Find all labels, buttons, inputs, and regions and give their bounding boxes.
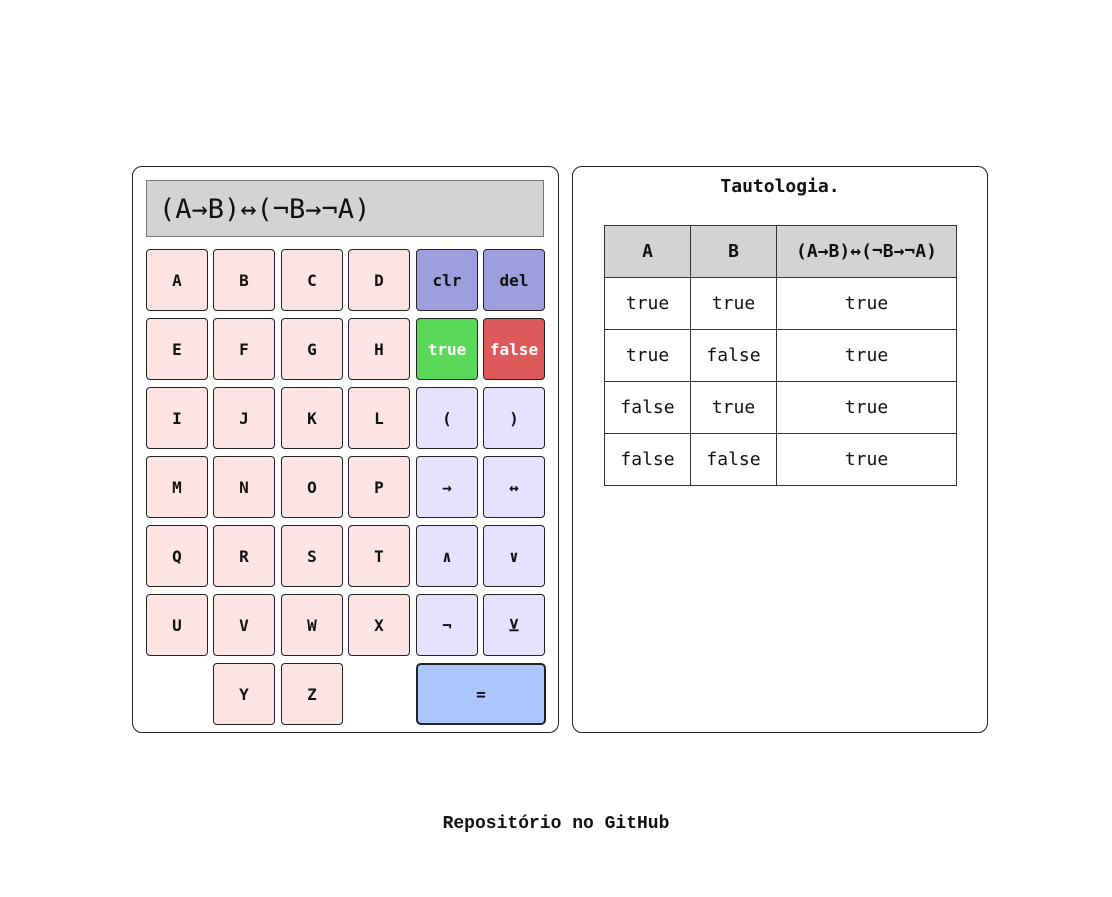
xor-button[interactable]: ⊻: [483, 594, 545, 656]
or-button[interactable]: ∨: [483, 525, 545, 587]
key-d[interactable]: D: [348, 249, 410, 311]
truth-table: A B (A→B)↔(¬B→¬A) true true true true fa…: [604, 225, 957, 486]
key-c[interactable]: C: [281, 249, 343, 311]
iff-button[interactable]: ↔: [483, 456, 545, 518]
key-u[interactable]: U: [146, 594, 208, 656]
key-n[interactable]: N: [213, 456, 275, 518]
column-header-expression: (A→B)↔(¬B→¬A): [776, 225, 957, 278]
table-cell: false: [690, 433, 777, 486]
key-e[interactable]: E: [146, 318, 208, 380]
expression-display: (A→B)↔(¬B→¬A): [146, 180, 544, 237]
key-k[interactable]: K: [281, 387, 343, 449]
table-row: false false true: [604, 433, 957, 486]
table-row: true false true: [604, 329, 957, 382]
table-cell: true: [776, 381, 957, 434]
key-g[interactable]: G: [281, 318, 343, 380]
key-f[interactable]: F: [213, 318, 275, 380]
equals-button[interactable]: =: [416, 663, 546, 725]
key-y[interactable]: Y: [213, 663, 275, 725]
key-j[interactable]: J: [213, 387, 275, 449]
delete-button[interactable]: del: [483, 249, 545, 311]
key-b[interactable]: B: [213, 249, 275, 311]
table-row: true true true: [604, 277, 957, 330]
key-t[interactable]: T: [348, 525, 410, 587]
clear-button[interactable]: clr: [416, 249, 478, 311]
column-header-b: B: [690, 225, 777, 278]
key-r[interactable]: R: [213, 525, 275, 587]
table-cell: true: [604, 277, 691, 330]
key-w[interactable]: W: [281, 594, 343, 656]
table-cell: true: [604, 329, 691, 382]
key-v[interactable]: V: [213, 594, 275, 656]
key-o[interactable]: O: [281, 456, 343, 518]
github-repository-link[interactable]: Repositório no GitHub: [442, 814, 670, 834]
key-q[interactable]: Q: [146, 525, 208, 587]
false-button[interactable]: false: [483, 318, 545, 380]
key-l[interactable]: L: [348, 387, 410, 449]
result-title: Tautologia.: [720, 176, 840, 197]
key-p[interactable]: P: [348, 456, 410, 518]
table-cell: true: [690, 381, 777, 434]
close-paren-button[interactable]: ): [483, 387, 545, 449]
key-m[interactable]: M: [146, 456, 208, 518]
table-cell: false: [604, 381, 691, 434]
implies-button[interactable]: →: [416, 456, 478, 518]
key-h[interactable]: H: [348, 318, 410, 380]
result-panel: Tautologia. A B (A→B)↔(¬B→¬A) true true …: [572, 166, 988, 733]
key-z[interactable]: Z: [281, 663, 343, 725]
key-i[interactable]: I: [146, 387, 208, 449]
key-s[interactable]: S: [281, 525, 343, 587]
table-cell: false: [604, 433, 691, 486]
table-header-row: A B (A→B)↔(¬B→¬A): [604, 225, 957, 278]
table-cell: true: [776, 433, 957, 486]
not-button[interactable]: ¬: [416, 594, 478, 656]
open-paren-button[interactable]: (: [416, 387, 478, 449]
column-header-a: A: [604, 225, 691, 278]
calculator: (A→B)↔(¬B→¬A) A B C D clr del E F G H tr…: [132, 166, 559, 733]
table-cell: true: [776, 329, 957, 382]
table-cell: true: [690, 277, 777, 330]
key-a[interactable]: A: [146, 249, 208, 311]
true-button[interactable]: true: [416, 318, 478, 380]
and-button[interactable]: ∧: [416, 525, 478, 587]
table-cell: false: [690, 329, 777, 382]
table-row: false true true: [604, 381, 957, 434]
key-x[interactable]: X: [348, 594, 410, 656]
table-cell: true: [776, 277, 957, 330]
